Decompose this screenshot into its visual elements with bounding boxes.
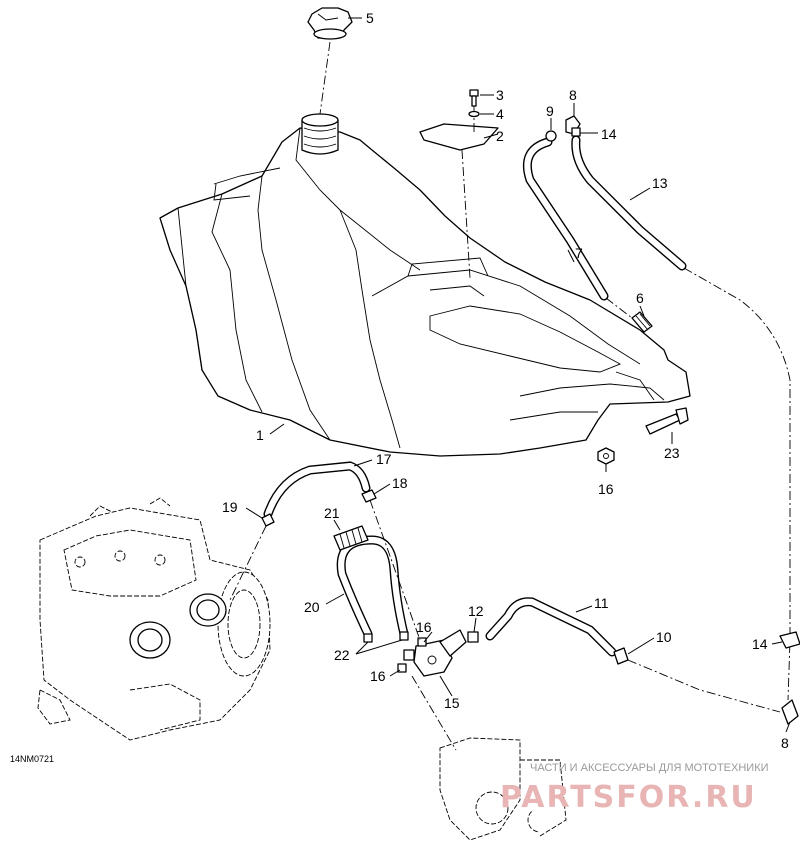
watermark-logo: PARTSFOR.RU — [500, 780, 757, 815]
callout-23: 23 — [664, 445, 680, 461]
callout-13: 13 — [652, 175, 668, 191]
callout-6: 6 — [636, 290, 644, 306]
callout-8-top: 8 — [569, 87, 577, 103]
fuel-hose-17 — [263, 461, 371, 519]
callout-15: 15 — [444, 695, 460, 711]
callout-11: 11 — [594, 595, 609, 611]
callout-18: 18 — [392, 475, 408, 491]
fuel-hose-20 — [336, 535, 409, 639]
filler-neck — [301, 113, 339, 155]
callout-labels: 1 2 3 4 5 6 7 8 8 9 10 11 12 13 14 14 15… — [222, 10, 789, 751]
fittings-16-lower — [397, 637, 427, 673]
callout-21: 21 — [324, 505, 340, 521]
callout-12: 12 — [468, 603, 484, 619]
figure-ref-code: 14NM0721 — [10, 754, 54, 764]
callout-22: 22 — [334, 647, 350, 663]
elbow-fitting-8-bottom — [781, 699, 799, 725]
fuel-hose-11 — [485, 597, 617, 657]
sleeve-21 — [333, 525, 369, 551]
callout-14-top: 14 — [601, 126, 617, 142]
callout-5: 5 — [366, 10, 374, 26]
vent-hose-7 — [522, 137, 609, 301]
callout-20: 20 — [304, 599, 320, 615]
fitting-19 — [261, 513, 275, 527]
watermark-text: ЧАСТИ И АКСЕССУАРЫ ДЛЯ МОТОТЕХНИКИ — [530, 762, 769, 774]
callout-9: 9 — [546, 103, 554, 119]
washer — [468, 110, 480, 118]
engine-block — [37, 497, 271, 741]
callout-17: 17 — [376, 451, 392, 467]
callout-16-upper: 16 — [598, 481, 614, 497]
screw — [469, 89, 479, 107]
callout-1: 1 — [256, 427, 264, 443]
access-plate — [419, 106, 499, 279]
clamp-14-top — [571, 127, 581, 137]
clamp-14-bottom — [779, 631, 800, 649]
clamp-12 — [467, 631, 479, 643]
bolt-23 — [645, 407, 689, 435]
callout-7: 7 — [575, 245, 583, 261]
check-valve-9 — [545, 130, 557, 142]
nut-16-upper — [597, 447, 615, 465]
callout-4: 4 — [496, 106, 504, 122]
callout-10: 10 — [656, 629, 672, 645]
callout-2: 2 — [496, 128, 504, 144]
fuel-tank — [159, 127, 691, 457]
carburetor — [439, 737, 567, 841]
callout-14-bottom: 14 — [752, 636, 768, 652]
vent-hose-13 — [571, 135, 687, 271]
callout-16-mid: 16 — [416, 619, 432, 635]
callout-3: 3 — [496, 87, 504, 103]
callout-16-lower: 16 — [370, 668, 386, 684]
callout-8-bottom: 8 — [781, 735, 789, 751]
fuel-valve-15 — [403, 629, 467, 677]
callout-19: 19 — [222, 499, 238, 515]
fuel-cap — [307, 7, 353, 40]
fitting-6 — [631, 311, 653, 333]
fitting-18 — [361, 489, 377, 503]
watermark: ЧАСТИ И АКСЕССУАРЫ ДЛЯ МОТОТЕХНИКИ PARTS… — [500, 762, 769, 815]
leader-lines — [245, 17, 791, 733]
